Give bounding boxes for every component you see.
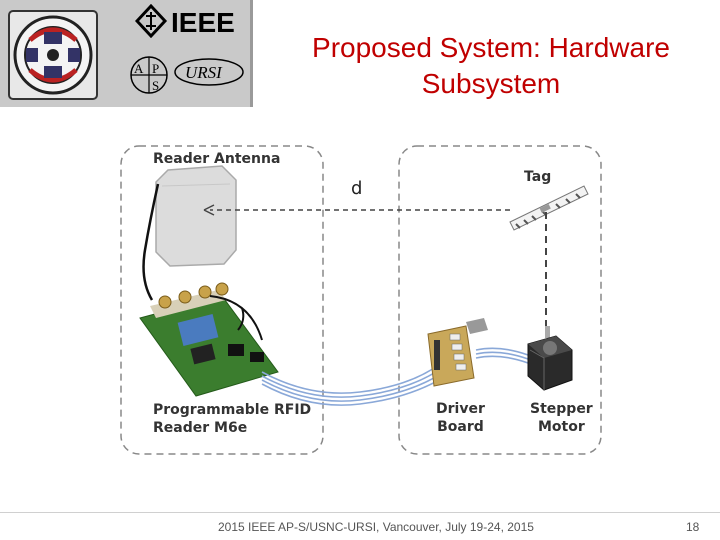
rfid-reader-label-line1: Programmable RFID [153,402,312,418]
reader-antenna-icon [142,165,237,301]
tag-label: Tag [524,169,552,185]
distance-arrow [203,204,510,216]
reader-antenna-label: Reader Antenna [153,151,281,167]
rfid-reader-board-icon [139,282,279,397]
stepper-motor-icon [527,326,573,391]
motor-group-box [398,145,602,455]
footer-conference: 2015 IEEE AP-S/USNC-URSI, Vancouver, Jul… [218,520,534,534]
stepper-motor-label-line1: Stepper [530,401,593,417]
slide-title-line2: Subsystem [421,68,561,99]
ribbon-cable [261,347,529,406]
stepper-motor-label-line2: Motor [537,419,585,435]
svg-text:A: A [134,61,144,76]
ursi-logo: URSI [174,58,244,86]
footer-divider [0,512,720,513]
driver-board-label-line1: Driver [436,401,485,417]
logo-panel: IEEE A P S URSI [0,0,253,107]
slide-title: Proposed System: Hardware Subsystem [262,30,720,102]
svg-text:S: S [152,78,159,93]
stepper-motor-label: Stepper Motor [530,400,593,436]
slide-title-line1: Proposed System: Hardware [312,32,670,63]
rfid-tag-icon [509,185,589,231]
reader-group-box [120,145,324,455]
aps-logo-icon: A P S [130,56,168,94]
driver-board-icon [427,318,488,387]
driver-board-label: Driver Board [436,400,485,436]
svg-text:P: P [152,61,159,76]
rfid-reader-label: Programmable RFID Reader M6e [153,401,311,437]
ieee-logo: IEEE [135,4,235,38]
distance-label: d [351,178,363,199]
ieee-logo-text: IEEE [171,7,235,38]
society-seal-icon [8,10,98,100]
ursi-logo-text: URSI [185,63,223,82]
slide-number: 18 [686,520,700,534]
driver-board-label-line2: Board [437,419,484,435]
rfid-reader-label-line2: Reader M6e [153,420,248,436]
